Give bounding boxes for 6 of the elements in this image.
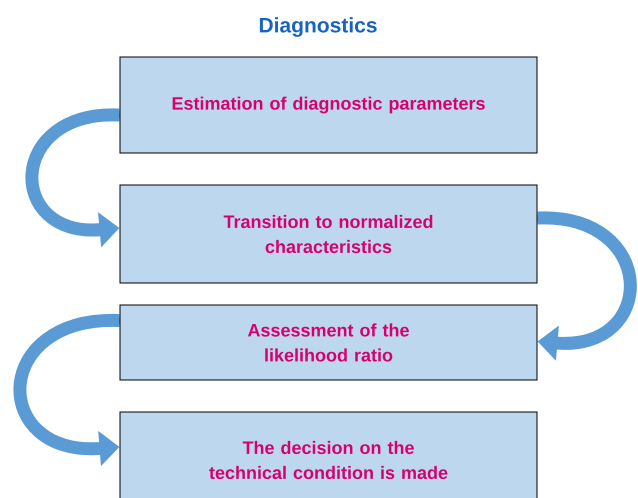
process-box: Assessment of the likelihood ratio <box>120 304 538 380</box>
process-box: Transition to normalized characteristics <box>120 184 538 284</box>
process-box: Estimation of diagnostic parameters <box>120 56 538 154</box>
curved-arrow <box>537 212 637 361</box>
title: Diagnostics <box>260 17 377 37</box>
process-box: The decision on the technical condition is made <box>120 412 538 498</box>
